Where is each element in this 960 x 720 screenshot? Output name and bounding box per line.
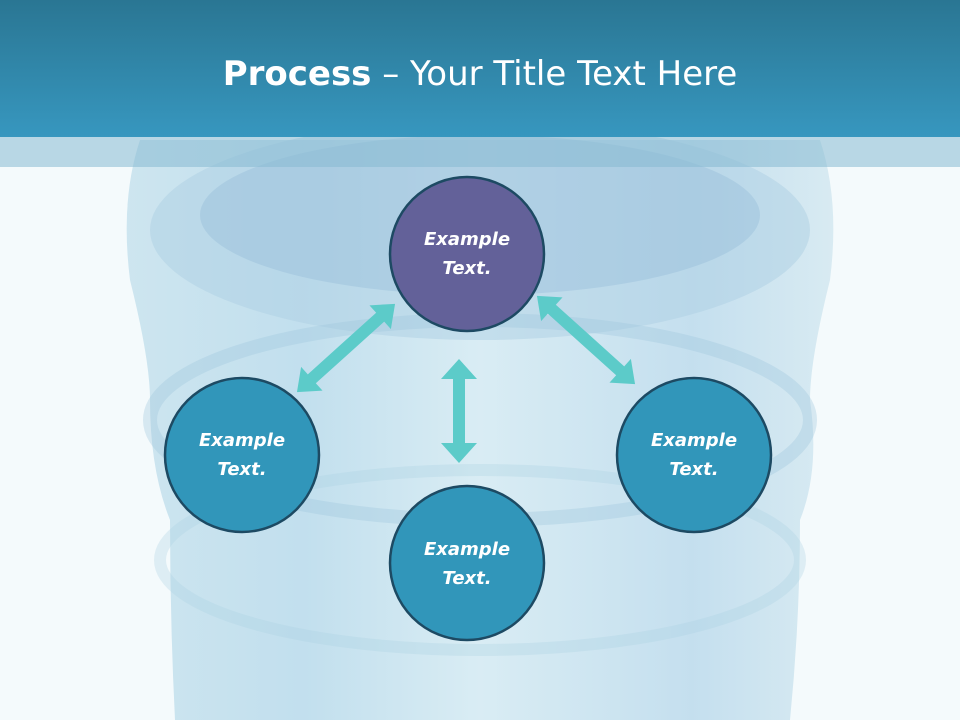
title-bar: [0, 0, 960, 137]
node-top-circle: [388, 175, 546, 333]
node-left-line1: Example: [198, 430, 286, 451]
node-bottom-line2: Text.: [442, 568, 492, 589]
title-accent-strip: [0, 137, 960, 167]
node-right-line2: Text.: [669, 459, 719, 480]
node-left-circle: [163, 376, 321, 534]
node-bottom-line1: Example: [423, 539, 511, 560]
title-rest: – Your Title Text Here: [382, 54, 738, 94]
node-right-circle: [615, 376, 773, 534]
node-left-label: Example Text.: [167, 426, 317, 484]
node-top-line1: Example: [423, 229, 511, 250]
node-left-line2: Text.: [217, 459, 267, 480]
arrow-top-left: [296, 303, 396, 393]
node-top-line2: Text.: [442, 258, 492, 279]
node-right-line1: Example: [650, 430, 738, 451]
node-bottom-circle: [388, 484, 546, 642]
node-bottom-label: Example Text.: [392, 535, 542, 593]
node-right-label: Example Text.: [619, 426, 769, 484]
arrow-center-vertical: [441, 359, 477, 463]
title-bold: Process: [222, 54, 372, 94]
node-top-label: Example Text.: [392, 225, 542, 283]
arrow-top-right: [536, 295, 636, 385]
slide-title: Process – Your Title Text Here: [0, 52, 960, 96]
